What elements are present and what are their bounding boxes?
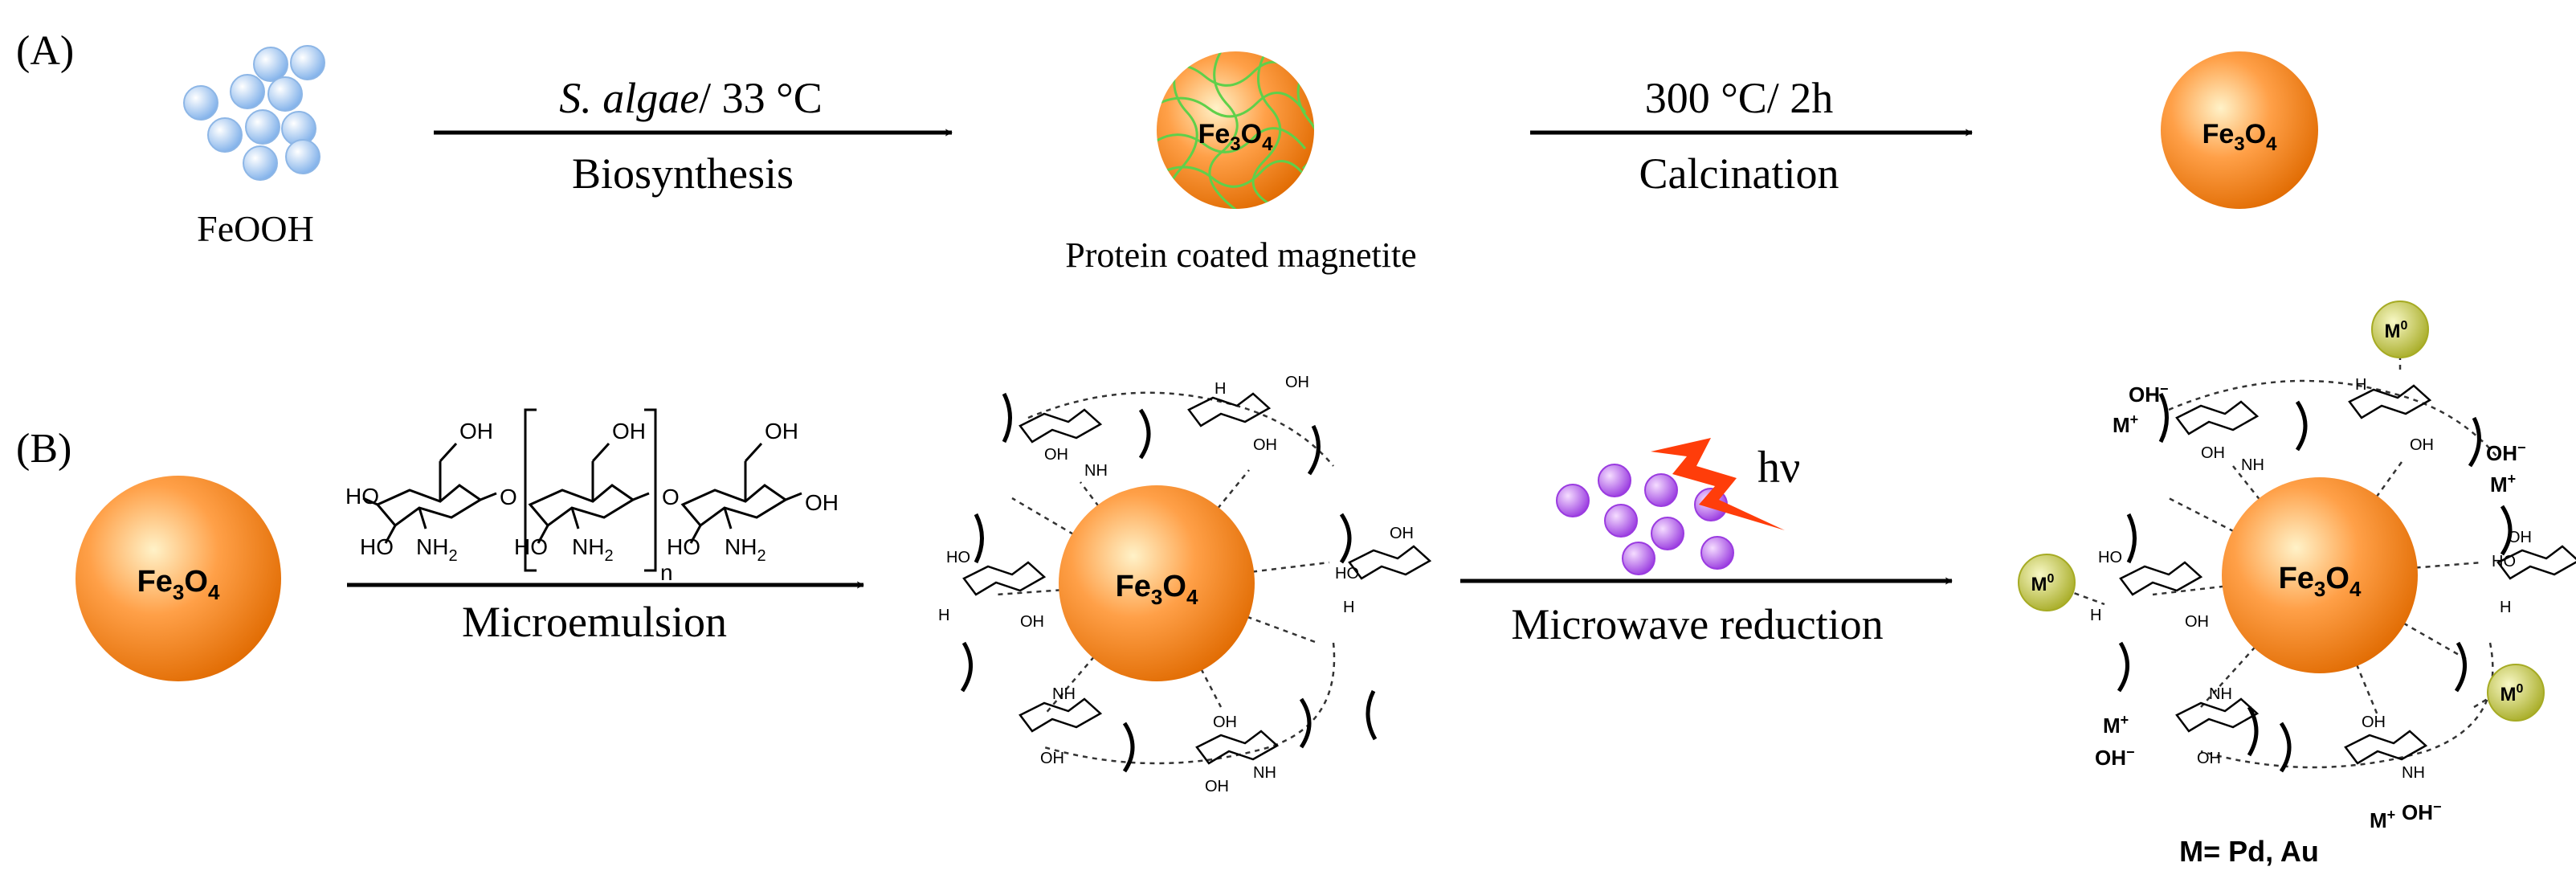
fe3o4-start: Fe3O4 <box>76 476 281 681</box>
svg-text:M0: M0 <box>2500 682 2524 705</box>
svg-text:NH: NH <box>2241 456 2264 474</box>
svg-text:OH: OH <box>459 419 493 444</box>
svg-text:H: H <box>938 607 949 624</box>
svg-text:HO: HO <box>2492 553 2516 570</box>
feooh-cluster <box>183 45 325 181</box>
lightning-icon <box>1651 438 1785 530</box>
light-energy-label: hν <box>1757 443 1800 493</box>
svg-text:OH: OH <box>1390 525 1414 542</box>
svg-text:HO: HO <box>1335 565 1359 583</box>
svg-text:OH−: OH− <box>2402 799 2442 824</box>
svg-text:NH2: NH2 <box>416 534 458 565</box>
svg-text:NH2: NH2 <box>725 534 766 565</box>
svg-text:OH: OH <box>805 490 839 515</box>
svg-text:NH: NH <box>2402 764 2425 782</box>
svg-text:M+: M+ <box>2103 712 2129 738</box>
protein-coated-magnetite: Fe3O4 <box>1157 51 1314 209</box>
svg-text:NH: NH <box>1052 685 1076 703</box>
svg-text:M+: M+ <box>2113 411 2138 437</box>
svg-text:OH: OH <box>1253 436 1277 454</box>
svg-text:O: O <box>500 485 517 509</box>
final-nanocomposite: OH NH H OH OH HO H HO H OH NH OH OH NH O… <box>2018 301 2576 832</box>
panel-b-label: (B) <box>16 426 71 472</box>
metal-nanoparticle: M0 <box>2487 664 2545 722</box>
svg-text:Fe3O4: Fe3O4 <box>2279 562 2362 601</box>
svg-text:HO: HO <box>667 534 700 559</box>
svg-text:OH: OH <box>2201 444 2225 462</box>
svg-text:HO: HO <box>514 534 548 559</box>
svg-text:O: O <box>662 485 680 509</box>
svg-text:H: H <box>1215 380 1226 398</box>
svg-text:OH: OH <box>2410 436 2434 454</box>
svg-text:H: H <box>2090 607 2101 624</box>
biosynthesis-conditions: S. algae/ 33 °C <box>559 74 823 122</box>
svg-text:Fe3O4: Fe3O4 <box>1116 570 1198 609</box>
microwave-label: Microwave reduction <box>1511 600 1883 648</box>
biosynthesis-label: Biosynthesis <box>572 149 794 198</box>
metal-footnote: M= Pd, Au <box>2179 835 2319 868</box>
svg-text:n: n <box>660 560 673 585</box>
svg-text:OH−: OH− <box>2486 440 2526 465</box>
svg-text:H: H <box>2355 376 2366 394</box>
svg-text:Fe3O4: Fe3O4 <box>2202 119 2278 155</box>
svg-text:Fe3O4: Fe3O4 <box>1198 119 1274 155</box>
svg-text:HO: HO <box>946 549 970 566</box>
metal-nanoparticle: M0 <box>2018 554 2076 611</box>
svg-text:OH: OH <box>1285 374 1309 391</box>
chitosan-coated-fe3o4: OH NH H OH OH OH HO H HO H OH NH OH OH N… <box>938 374 1432 795</box>
svg-text:OH: OH <box>2362 713 2386 731</box>
svg-text:H: H <box>2500 599 2511 616</box>
svg-text:OH: OH <box>1020 613 1044 631</box>
calcination-label: Calcination <box>1639 149 1839 198</box>
svg-text:OH: OH <box>2508 529 2532 546</box>
svg-text:HO: HO <box>360 534 394 559</box>
svg-text:OH: OH <box>2185 613 2209 631</box>
svg-text:H: H <box>1343 599 1354 616</box>
svg-text:M0: M0 <box>2385 319 2408 342</box>
svg-text:HO: HO <box>345 484 379 509</box>
svg-text:OH: OH <box>2197 750 2221 767</box>
svg-text:OH: OH <box>612 419 646 444</box>
feooh-label: FeOOH <box>197 208 314 249</box>
fe3o4-product-a: Fe3O4 <box>2161 51 2318 209</box>
svg-text:OH: OH <box>1213 713 1237 731</box>
svg-text:OH−: OH− <box>2129 381 2169 407</box>
svg-text:NH: NH <box>2209 685 2232 703</box>
svg-text:HO: HO <box>2098 549 2122 566</box>
svg-text:NH: NH <box>1084 462 1108 480</box>
microemulsion-label: Microemulsion <box>462 598 727 646</box>
metal-nanoparticle: M0 <box>2371 301 2429 358</box>
svg-text:OH: OH <box>765 419 798 444</box>
protein-coated-label: Protein coated magnetite <box>1065 235 1416 275</box>
svg-text:OH: OH <box>1205 778 1229 795</box>
panel-a-label: (A) <box>16 28 74 74</box>
svg-text:M0: M0 <box>2031 572 2055 595</box>
svg-text:M+: M+ <box>2370 807 2395 832</box>
svg-text:Fe3O4: Fe3O4 <box>137 565 220 604</box>
svg-text:NH: NH <box>1253 764 1276 782</box>
svg-text:OH: OH <box>1044 446 1068 464</box>
chitosan-structure: OH HO HO NH2 O n OH HO NH2 O OH <box>345 408 839 585</box>
calcination-conditions: 300 °C/ 2h <box>1645 74 1834 122</box>
svg-text:OH: OH <box>1040 750 1064 767</box>
svg-text:OH−: OH− <box>2095 744 2135 770</box>
svg-text:NH2: NH2 <box>572 534 614 565</box>
svg-text:M+: M+ <box>2490 471 2516 497</box>
